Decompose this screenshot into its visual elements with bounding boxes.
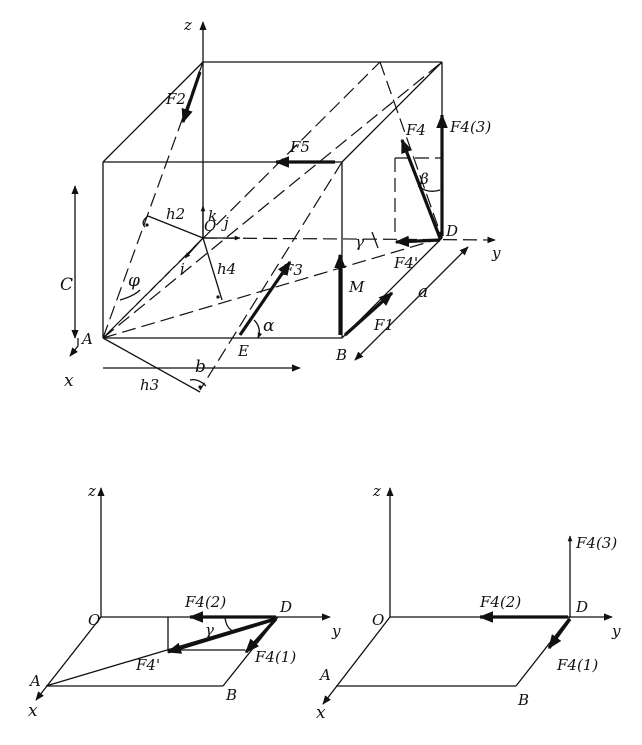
top-label-h2: h2 — [166, 205, 185, 223]
br-label-x: x — [316, 703, 326, 723]
top-label-h4: h4 — [217, 260, 236, 278]
angle-alpha-arc — [253, 319, 263, 339]
box-edge — [341, 61, 443, 163]
top-label-c: C — [60, 275, 73, 295]
top-label-F4: F4 — [405, 121, 426, 139]
unit-i — [184, 237, 204, 259]
bl-x-axis — [35, 616, 102, 701]
bl-label-z: z — [87, 482, 96, 500]
bl-force-F4-1 — [244, 617, 278, 654]
x-axis-arrow — [69, 345, 79, 357]
top-label-alpha: α — [263, 316, 275, 336]
br-label-F4-3: F4(3) — [575, 534, 617, 552]
top-label-F4-3: F4(3) — [449, 118, 491, 136]
dim-a-line — [354, 246, 469, 361]
top-figure: z y x C b a — [60, 16, 501, 394]
angle-phi-arc — [119, 289, 141, 301]
top-label-E: E — [237, 342, 249, 360]
top-label-h3: h3 — [140, 376, 159, 394]
bl-angle-gamma-arc — [224, 616, 234, 632]
h2-right-angle-dot — [145, 223, 149, 227]
h4-line — [202, 237, 223, 301]
top-label-phi: φ — [128, 271, 140, 291]
h2-line — [147, 215, 204, 239]
force-F4-prime — [394, 235, 441, 248]
br-label-F4-2: F4(2) — [479, 593, 521, 611]
top-label-F2: F2 — [165, 90, 186, 108]
top-label-x: x — [64, 371, 74, 391]
br-x-axis — [322, 616, 391, 705]
top-label-B: B — [335, 346, 347, 364]
top-label-F3: F3 — [282, 261, 303, 279]
br-edge-BD — [515, 616, 571, 687]
y-axis — [202, 236, 496, 244]
top-label-O: O — [204, 217, 216, 235]
diagonal-A-top — [102, 61, 443, 339]
bottom-left-figure: z y x F4' F4(2) F4(1) γ O A B D — [28, 482, 341, 721]
force-F2 — [181, 71, 202, 124]
bl-label-y: y — [331, 622, 341, 640]
bl-label-x: x — [28, 701, 38, 721]
bl-label-gamma: γ — [205, 621, 214, 639]
force-F4 — [400, 138, 442, 239]
force-F1 — [343, 291, 394, 337]
h3-right-angle — [189, 378, 207, 387]
bl-label-O: O — [88, 611, 100, 629]
top-label-b: b — [195, 357, 206, 377]
top-label-beta: β — [419, 170, 429, 188]
bl-label-F4-2: F4(2) — [184, 593, 226, 611]
top-label-F4p: F4' — [393, 254, 418, 272]
br-force-F4-1 — [547, 618, 572, 650]
br-label-B: B — [517, 691, 529, 709]
top-label-gamma: γ — [355, 233, 364, 251]
bl-diagonal-AD — [45, 616, 279, 687]
h3-right-angle-dot — [198, 385, 202, 389]
top-label-j: j — [221, 214, 229, 232]
bl-label-F4p: F4' — [135, 656, 160, 674]
top-label-k: k — [208, 207, 217, 225]
h4-right-angle-dot — [216, 295, 220, 299]
diagonal-A-ridge — [102, 61, 381, 339]
top-label-F1: F1 — [373, 316, 394, 334]
bottom-right-figure: z y x F4(2) F4(1) F4(3) O A B D — [316, 482, 621, 723]
angle-gamma-mark — [371, 231, 379, 249]
angle-beta-arc — [417, 185, 441, 192]
br-label-z: z — [372, 482, 381, 500]
top-label-a: a — [418, 282, 428, 302]
top-label-i: i — [180, 260, 185, 278]
br-label-D: D — [575, 598, 588, 616]
top-label-y: y — [491, 244, 501, 262]
h3-line — [102, 337, 201, 393]
br-label-y: y — [611, 622, 621, 640]
h2-right-angle — [142, 215, 149, 228]
bl-label-A: A — [28, 672, 41, 690]
br-label-F4-1: F4(1) — [556, 656, 598, 674]
br-label-A: A — [318, 666, 331, 684]
top-label-D: D — [445, 222, 458, 240]
top-label-F5: F5 — [289, 138, 310, 156]
bl-label-D: D — [279, 598, 292, 616]
line-F3-extension — [199, 161, 343, 391]
top-label-z: z — [183, 16, 192, 34]
diagonal-ridge-D — [379, 61, 443, 239]
top-label-M: M — [348, 278, 365, 296]
top-label-A: A — [80, 330, 93, 348]
bl-force-F4-prime — [166, 617, 277, 654]
br-label-O: O — [372, 611, 384, 629]
bl-label-F4-1: F4(1) — [254, 648, 296, 666]
bl-label-B: B — [225, 686, 237, 704]
box-edge — [102, 61, 204, 163]
force-F3 — [238, 260, 292, 336]
